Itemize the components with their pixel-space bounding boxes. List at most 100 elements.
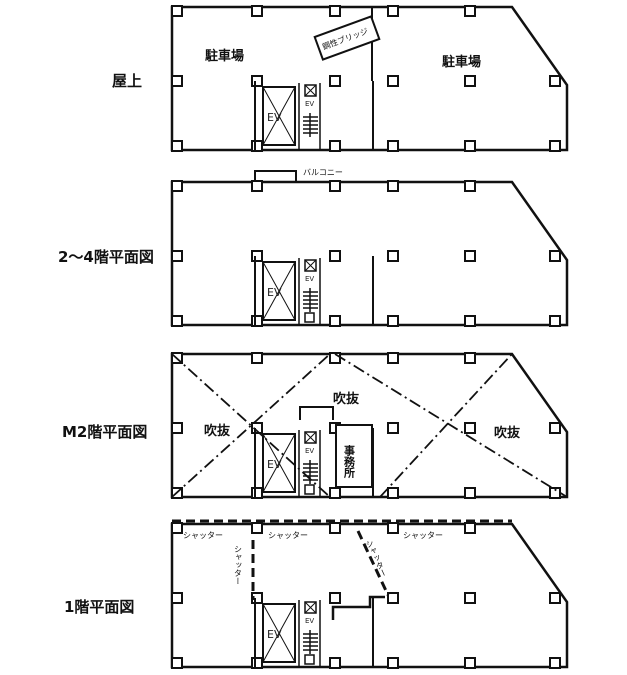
column (387, 250, 399, 262)
column (329, 522, 341, 534)
column (251, 522, 263, 534)
column (464, 657, 476, 669)
column (387, 592, 399, 604)
floor-label-m2: M2階平面図 (62, 423, 147, 441)
column (549, 657, 561, 669)
shutter-line (356, 530, 390, 596)
column (171, 250, 183, 262)
void-left-label: 吹抜 (204, 423, 231, 439)
void-right-label: 吹抜 (494, 425, 521, 441)
column (464, 422, 476, 434)
column (387, 140, 399, 152)
column (464, 352, 476, 364)
floor-label-roof: 屋上 (112, 72, 142, 90)
column (387, 657, 399, 669)
column (549, 250, 561, 262)
void-diagonal (334, 353, 568, 498)
floor-label-1: 1階平面図 (64, 598, 134, 616)
column (251, 250, 263, 262)
elevator-cross (304, 259, 317, 272)
shutter-label-3: シャッター (403, 531, 443, 540)
column (387, 422, 399, 434)
column (387, 315, 399, 327)
steel-bridge: 鋼性ブリッジ (313, 15, 381, 61)
room-parking-left: 駐車場 (205, 48, 244, 64)
column (464, 522, 476, 534)
column (549, 422, 561, 434)
column (251, 422, 263, 434)
column (329, 657, 341, 669)
column (329, 592, 341, 604)
toilet (304, 312, 315, 323)
balcony-label: バルコニー (303, 168, 343, 177)
column (464, 315, 476, 327)
column (329, 140, 341, 152)
toilet (304, 654, 315, 665)
void-diagonal (171, 353, 331, 498)
column (251, 180, 263, 192)
column (329, 315, 341, 327)
elevator-small-label: EV (305, 617, 314, 625)
column (387, 522, 399, 534)
column (464, 140, 476, 152)
room-parking-right: 駐車場 (442, 54, 481, 70)
elevator-small-label: EV (305, 447, 314, 455)
balcony (254, 170, 297, 182)
elevator-cross (262, 86, 296, 146)
column (329, 487, 341, 499)
building-outline-1 (170, 522, 569, 669)
column (171, 140, 183, 152)
column (464, 180, 476, 192)
column (251, 657, 263, 669)
office-label: 事務所 (343, 444, 356, 479)
void-diagonal (379, 353, 513, 498)
column (329, 250, 341, 262)
void-diagonal (171, 353, 331, 498)
wall (331, 595, 385, 620)
elevator-cross (304, 431, 317, 444)
column (387, 5, 399, 17)
elevator-large-label: EV (267, 111, 282, 124)
column (171, 315, 183, 327)
column (251, 75, 263, 87)
column (171, 180, 183, 192)
column (171, 592, 183, 604)
column (171, 5, 183, 17)
shutter-label-1: シャッター (183, 531, 223, 540)
floor-label-2-4: 2〜4階平面図 (58, 248, 154, 266)
elevator-cross (262, 433, 296, 493)
column (251, 5, 263, 17)
column (171, 422, 183, 434)
column (171, 522, 183, 534)
building-outline-2-4 (170, 180, 569, 327)
column (549, 592, 561, 604)
column (464, 5, 476, 17)
column (251, 487, 263, 499)
building-outline-m2 (170, 352, 569, 499)
void-center-label: 吹抜 (333, 391, 360, 407)
elevator-small-label: EV (305, 100, 314, 108)
office-room (335, 424, 373, 488)
column (387, 487, 399, 499)
column (329, 75, 341, 87)
elevator-cross (262, 603, 296, 663)
elevator-small-label: EV (305, 275, 314, 283)
toilet (304, 484, 315, 495)
elevator-cross (304, 84, 317, 97)
elevator-cross (262, 261, 296, 321)
column (549, 315, 561, 327)
wall (299, 406, 334, 420)
building-outline-roof (170, 5, 569, 152)
column (251, 352, 263, 364)
column (464, 487, 476, 499)
elevator-large-label: EV (267, 628, 282, 641)
shutter-label-2: シャッター (268, 531, 308, 540)
column (464, 250, 476, 262)
elevator-large-label: EV (267, 286, 282, 299)
column (251, 140, 263, 152)
column (549, 140, 561, 152)
column (329, 180, 341, 192)
column (251, 315, 263, 327)
column (387, 352, 399, 364)
